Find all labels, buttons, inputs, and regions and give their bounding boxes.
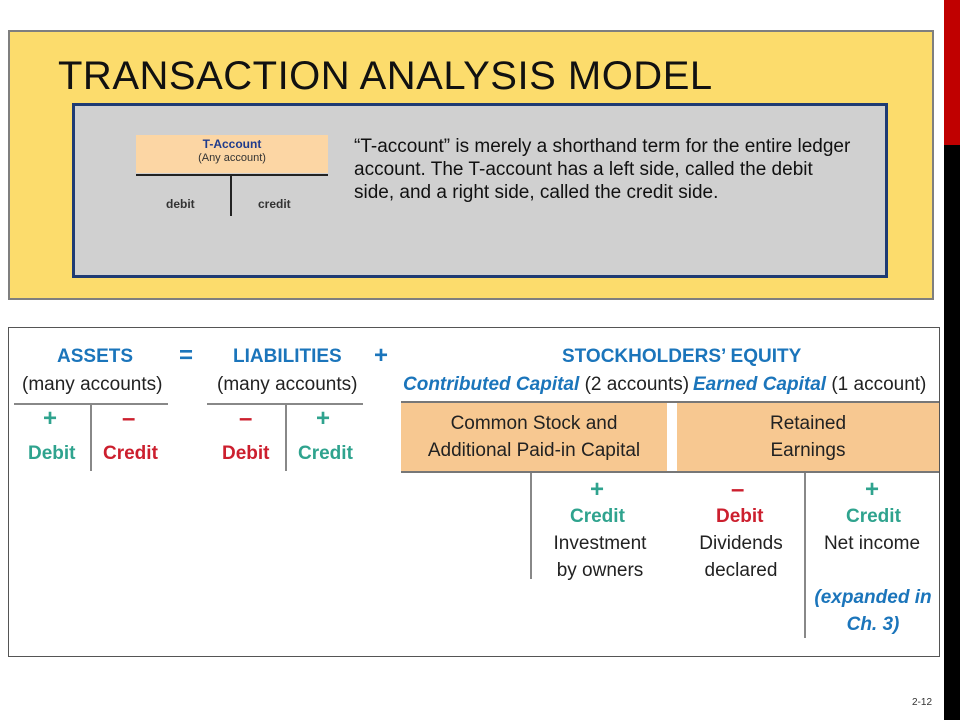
- earned-capital-name: Earned Capital: [693, 374, 827, 395]
- cs-credit-label: Credit: [570, 506, 625, 527]
- retained-earnings-line1: Retained: [769, 413, 847, 434]
- retained-earnings-line2: Earnings: [770, 440, 846, 461]
- re-credit-sign: +: [865, 476, 880, 503]
- t-account-vertical-line: [230, 176, 232, 216]
- assets-credit-sign: –: [122, 405, 136, 432]
- t-account-credit-label: credit: [258, 197, 291, 211]
- cs-credit-desc-line2: by owners: [556, 560, 644, 581]
- re-debit-desc-line2: declared: [704, 560, 778, 581]
- definition-box: [72, 103, 888, 278]
- earned-capital-label: Earned Capital (1 account): [693, 374, 926, 396]
- re-credit-label: Credit: [846, 506, 901, 527]
- equity-top-line: [401, 401, 939, 403]
- liabilities-debit-label: Debit: [222, 443, 270, 464]
- cs-credit-description: Investment by owners: [540, 530, 660, 584]
- t-account-title: T-Account: [202, 137, 262, 151]
- plus-sign: +: [374, 342, 389, 369]
- contributed-capital-label: Contributed Capital (2 accounts): [403, 374, 689, 396]
- retained-earnings-box: Retained Earnings: [677, 403, 939, 471]
- re-credit-desc-line1: Net income: [823, 533, 921, 554]
- assets-credit-label: Credit: [103, 443, 158, 464]
- t-account-debit-label: debit: [166, 197, 195, 211]
- common-stock-line1: Common Stock and: [450, 413, 618, 434]
- liabilities-t-divider: [285, 403, 287, 471]
- expanded-note-line2: Ch. 3): [846, 614, 900, 635]
- slide-title: TRANSACTION ANALYSIS MODEL: [58, 54, 713, 98]
- common-stock-box: Common Stock and Additional Paid-in Capi…: [401, 403, 667, 471]
- re-debit-description: Dividends declared: [686, 530, 796, 584]
- contributed-capital-name: Contributed Capital: [403, 374, 580, 395]
- re-credit-description: Net income: [812, 530, 932, 557]
- assets-t-divider: [90, 403, 92, 471]
- liabilities-subtitle: (many accounts): [217, 374, 358, 395]
- re-debit-sign: –: [731, 476, 745, 503]
- re-debit-label: Debit: [716, 506, 764, 527]
- expanded-note: (expanded in Ch. 3): [812, 584, 934, 638]
- page-number: 2-12: [912, 697, 933, 708]
- equity-bottom-line: [401, 471, 939, 473]
- t-account-subtitle: (Any account): [198, 152, 266, 164]
- right-accent-bar-dark: [944, 145, 960, 720]
- assets-subtitle: (many accounts): [22, 374, 163, 395]
- common-stock-t-divider: [530, 473, 532, 579]
- retained-earnings-t-divider: [804, 473, 806, 638]
- cs-credit-desc-line1: Investment: [553, 533, 647, 554]
- assets-heading: ASSETS: [57, 346, 134, 367]
- expanded-note-line1: (expanded in: [814, 587, 932, 608]
- cs-credit-sign: +: [590, 476, 605, 503]
- liabilities-credit-sign: +: [316, 405, 331, 432]
- liabilities-credit-label: Credit: [298, 443, 353, 464]
- t-account-header: T-Account (Any account): [136, 135, 328, 173]
- assets-debit-label: Debit: [28, 443, 76, 464]
- contributed-capital-count: (2 accounts): [584, 374, 690, 395]
- equals-sign: =: [179, 342, 194, 369]
- t-account-horizontal-line: [136, 174, 328, 176]
- equity-heading: STOCKHOLDERS’ EQUITY: [562, 346, 802, 367]
- earned-capital-count: (1 account): [831, 374, 927, 395]
- liabilities-heading: LIABILITIES: [233, 346, 342, 367]
- common-stock-line2: Additional Paid-in Capital: [427, 440, 641, 461]
- t-account-description: “T-account” is merely a shorthand term f…: [354, 136, 851, 203]
- re-debit-desc-line1: Dividends: [699, 533, 783, 554]
- accounting-equation-panel: [8, 327, 940, 657]
- assets-debit-sign: +: [43, 405, 58, 432]
- liabilities-debit-sign: –: [239, 405, 253, 432]
